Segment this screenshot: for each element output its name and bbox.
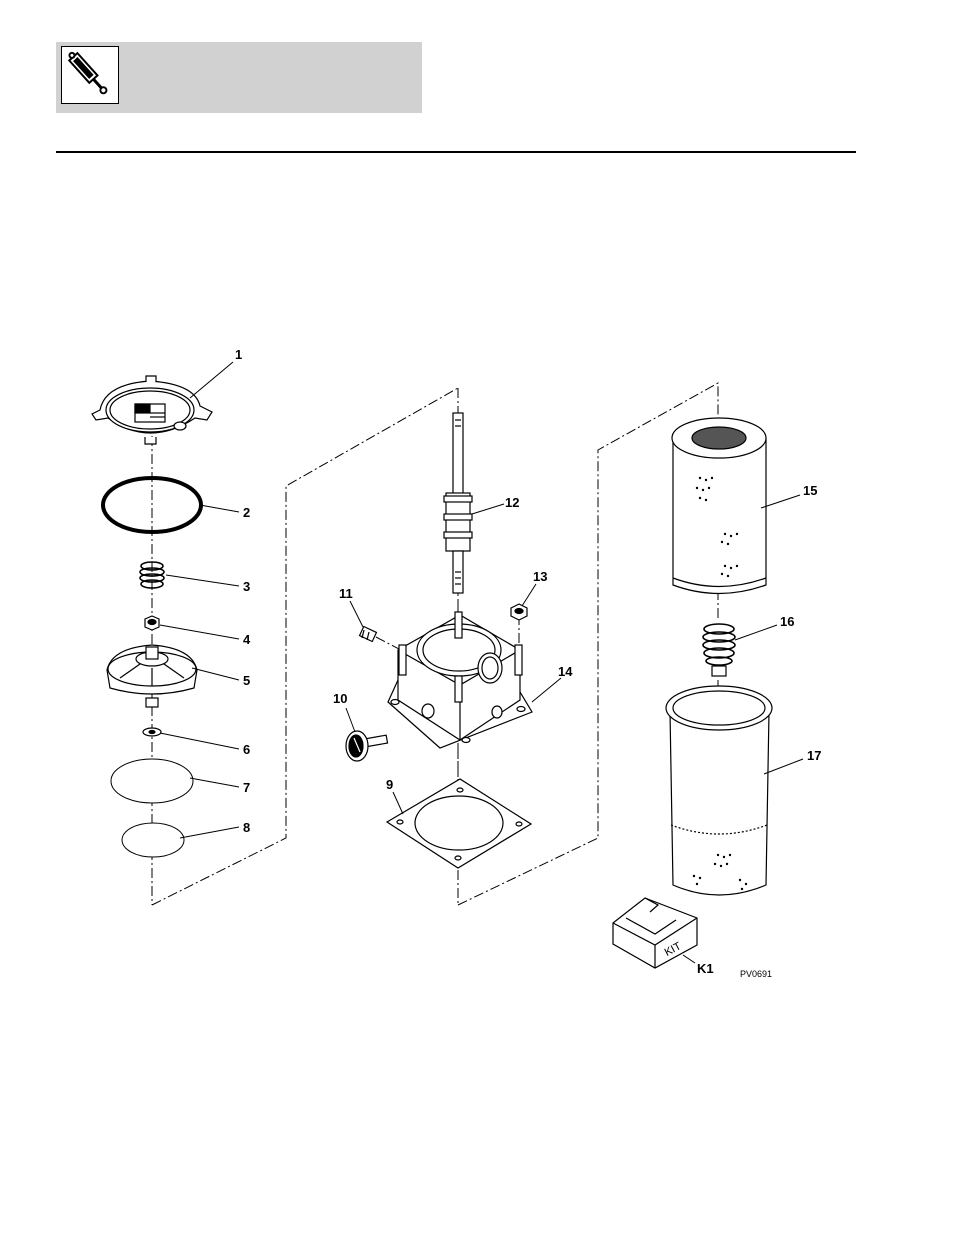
part-12-element-stack xyxy=(444,413,472,593)
callout-12: 12 xyxy=(505,495,519,510)
callout-9: 9 xyxy=(386,777,393,792)
kit-box xyxy=(613,898,697,968)
part-9-gasket xyxy=(387,779,531,868)
callout-1: 1 xyxy=(235,347,242,362)
part-11-set-screw xyxy=(360,627,377,642)
callout-6: 6 xyxy=(243,742,250,757)
callout-2: 2 xyxy=(243,505,250,520)
callout-10: 10 xyxy=(333,691,347,706)
callout-5: 5 xyxy=(243,673,250,688)
part-1-cover xyxy=(92,376,212,444)
callout-16: 16 xyxy=(780,614,794,629)
figure-id: PV0691 xyxy=(740,969,772,979)
part-4-nut xyxy=(145,616,159,630)
part-8-disc xyxy=(122,823,184,857)
callout-8: 8 xyxy=(243,820,250,835)
part-16-spring xyxy=(703,624,735,676)
callout-15: 15 xyxy=(803,483,817,498)
callout-14: 14 xyxy=(558,664,573,679)
part-10-gauge xyxy=(346,731,388,761)
part-5-valve-body xyxy=(107,645,197,707)
callout-k1: K1 xyxy=(697,961,714,976)
callout-7: 7 xyxy=(243,780,250,795)
part-7-disc xyxy=(111,759,193,803)
callout-11: 11 xyxy=(339,586,353,601)
callout-4: 4 xyxy=(243,632,251,647)
part-13-nut xyxy=(511,604,527,620)
part-17-bowl xyxy=(666,686,772,895)
part-15-filter-element xyxy=(672,418,766,594)
callout-3: 3 xyxy=(243,579,250,594)
part-6-washer xyxy=(143,728,161,736)
part-14-filter-head xyxy=(388,612,532,748)
callout-13: 13 xyxy=(533,569,547,584)
callout-17: 17 xyxy=(807,748,821,763)
